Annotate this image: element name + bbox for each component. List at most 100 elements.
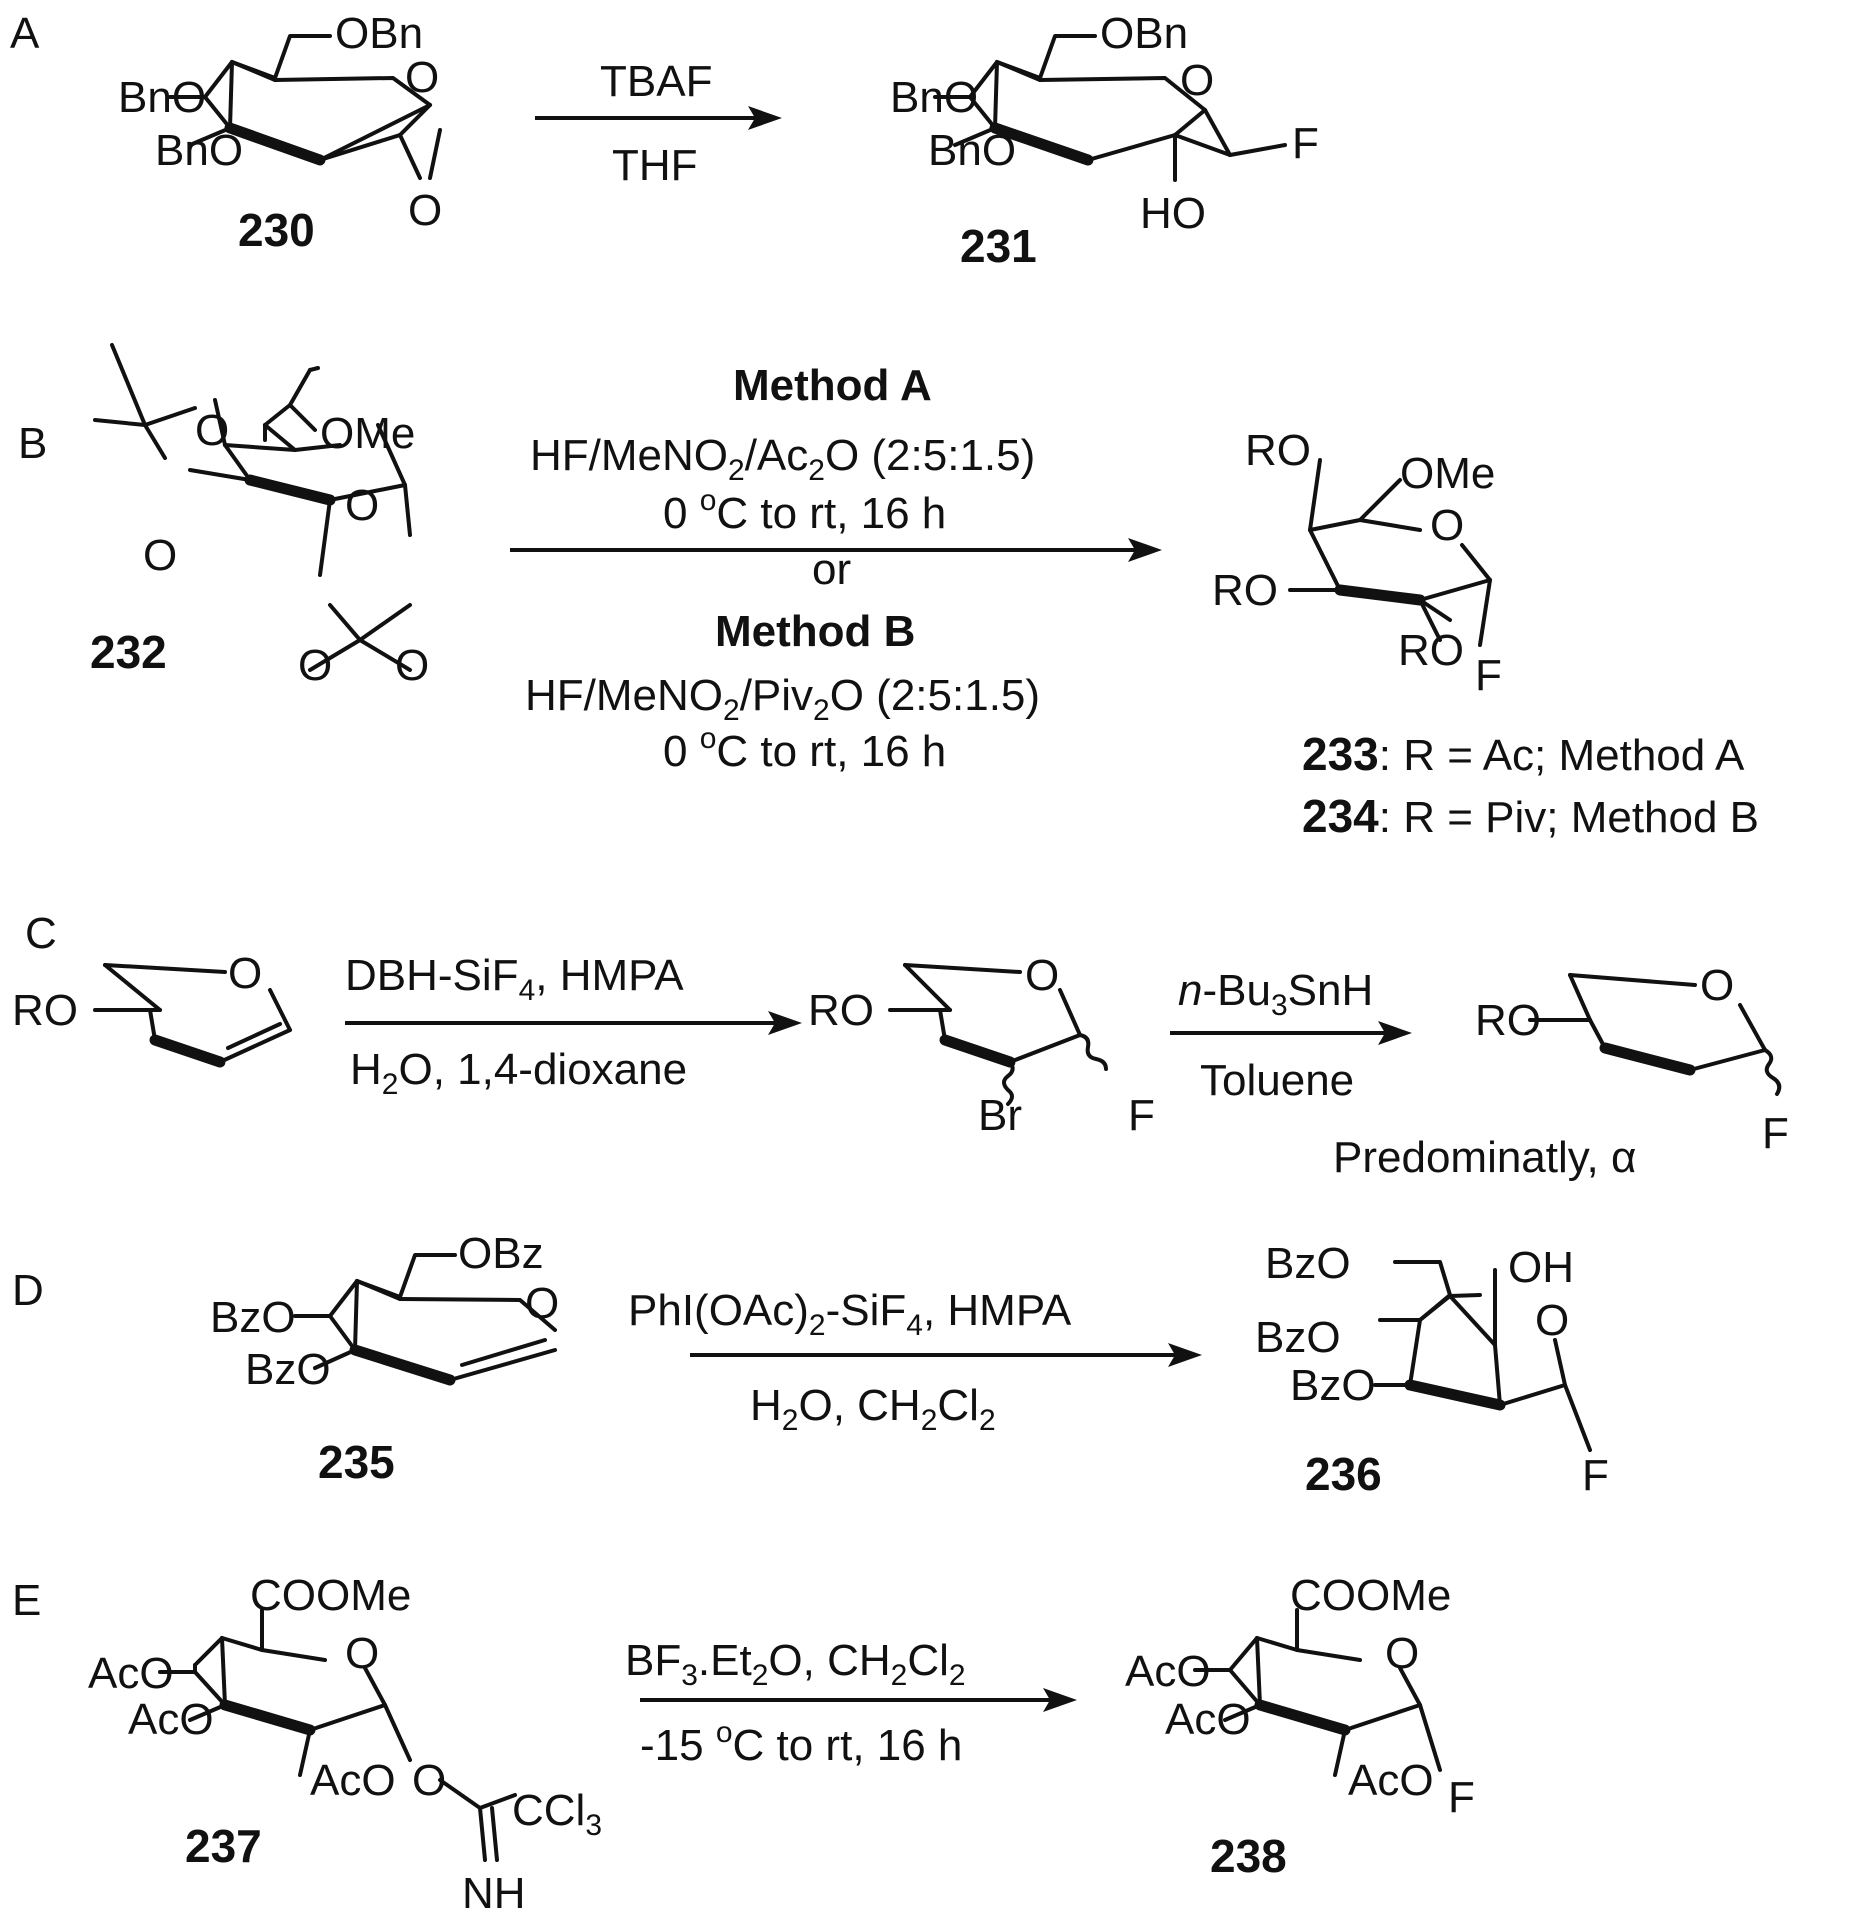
label-hydroxyl: HO <box>1140 189 1206 238</box>
label-ring-o: O <box>405 53 439 102</box>
method-b-temperature: 0 oC to rt, 16 h <box>663 722 946 776</box>
reaction-arrow-c2: n-Bu3SnH Toluene <box>1170 966 1412 1105</box>
label-ring-o: O <box>1385 1629 1419 1678</box>
label-ro: RO <box>1212 566 1278 615</box>
label-aco: AcO <box>1348 1756 1434 1805</box>
label-nh: NH <box>462 1869 526 1918</box>
label-o: O <box>195 406 229 455</box>
compound-number: 235 <box>318 1436 395 1488</box>
compound-238: COOMe O AcO AcO AcO F 238 <box>1125 1571 1475 1882</box>
label-aco: AcO <box>1125 1647 1211 1696</box>
label-fluorine: F <box>1475 651 1502 700</box>
label-ome: OMe <box>320 409 415 458</box>
panel-label-c: C <box>25 909 57 958</box>
solvent-toluene: Toluene <box>1200 1056 1354 1105</box>
method-a-conditions: HF/MeNO2/Ac2O (2:5:1.5) <box>530 431 1035 487</box>
label-coome: COOMe <box>1290 1571 1451 1620</box>
label-ro: RO <box>1245 426 1311 475</box>
label-aco: AcO <box>1165 1695 1251 1744</box>
label-bno: BnO <box>928 126 1016 175</box>
method-a-temperature: 0 oC to rt, 16 h <box>663 484 946 538</box>
compound-number: 236 <box>1305 1448 1382 1500</box>
label-ring-o: O <box>1700 961 1734 1010</box>
panel-c: C RO O DBH-SiF4, HMPA H2O, 1,4-dioxane <box>12 909 1789 1182</box>
or-label: or <box>812 545 851 594</box>
label-ro: RO <box>808 986 874 1035</box>
label-ro: RO <box>1398 626 1464 675</box>
reagent-dbh: DBH-SiF4, HMPA <box>345 951 684 1007</box>
label-ring-o: O <box>525 1279 559 1328</box>
panel-e: E COOMe O AcO AcO AcO O <box>12 1571 1475 1918</box>
panel-label-a: A <box>10 9 40 58</box>
solvent-c1: H2O, 1,4-dioxane <box>350 1045 687 1101</box>
compound-2-deoxy-fluoride: RO O F Predominatly, α <box>1333 961 1789 1182</box>
bond <box>230 34 332 80</box>
reagent-bu3snh: n-Bu3SnH <box>1178 966 1373 1022</box>
label-ccl3: CCl3 <box>512 1786 602 1842</box>
label-fluorine: F <box>1128 1091 1155 1140</box>
compound-number: 232 <box>90 626 167 678</box>
label-ring-o: O <box>345 1629 379 1678</box>
reaction-arrow-c1: DBH-SiF4, HMPA H2O, 1,4-dioxane <box>345 951 802 1101</box>
label-ring-o: O <box>345 481 379 530</box>
compound-number: 231 <box>960 220 1037 272</box>
compound-number: 230 <box>238 204 315 256</box>
label-bzo: BzO <box>1290 1361 1376 1410</box>
panel-label-d: D <box>12 1266 44 1315</box>
reagent-bf3: BF3.Et2O, CH2Cl2 <box>625 1636 966 1692</box>
reaction-arrow-a: TBAF THF <box>535 57 782 190</box>
compound-230: OBn BnO BnO O O 230 <box>118 9 442 256</box>
label-ring-o: O <box>1025 951 1059 1000</box>
method-b-conditions: HF/MeNO2/Piv2O (2:5:1.5) <box>525 671 1040 727</box>
label-ring-o: O <box>228 949 262 998</box>
label-obn: OBn <box>335 9 423 58</box>
compound-glycal-c: RO O <box>12 949 292 1068</box>
compound-231: OBn BnO BnO O F HO 231 <box>890 9 1319 272</box>
label-bromine: Br <box>978 1091 1022 1140</box>
label-ring-o: O <box>1430 501 1464 550</box>
compound-232: O O OMe O O O 232 <box>90 343 429 690</box>
solvent-thf: THF <box>612 141 698 190</box>
method-b-label: Method B <box>715 607 915 656</box>
method-a-label: Method A <box>733 361 932 410</box>
label-bzo: BzO <box>245 1345 331 1394</box>
reagent-phi-oac: PhI(OAc)2-SiF4, HMPA <box>628 1286 1072 1342</box>
label-hydroxyl: OH <box>1508 1243 1574 1292</box>
compound-number: 238 <box>1210 1830 1287 1882</box>
reaction-arrow-b: Method A HF/MeNO2/Ac2O (2:5:1.5) 0 oC to… <box>510 361 1162 776</box>
label-fluorine: F <box>1292 119 1319 168</box>
panel-label-e: E <box>12 1576 41 1625</box>
label-fluorine: F <box>1448 1773 1475 1822</box>
reaction-arrow-d: PhI(OAc)2-SiF4, HMPA H2O, CH2Cl2 <box>628 1286 1202 1437</box>
panel-label-b: B <box>18 419 47 468</box>
panel-b: B O O OMe <box>18 343 1759 842</box>
label-epoxide-o: O <box>408 186 442 235</box>
label-aco: AcO <box>88 1649 174 1698</box>
bond <box>203 60 234 99</box>
label-ring-o: O <box>1180 56 1214 105</box>
label-bzo: BzO <box>1265 1239 1351 1288</box>
label-ro: RO <box>1475 996 1541 1045</box>
label-ring-o: O <box>1535 1296 1569 1345</box>
label-aco: AcO <box>128 1695 214 1744</box>
legend-234: 234: R = Piv; Method B <box>1302 790 1759 842</box>
label-o: O <box>395 641 429 690</box>
panel-d: D OBz BzO BzO O 235 PhI(OAc)2-SiF4, HMPA… <box>12 1229 1609 1500</box>
label-coome: COOMe <box>250 1571 411 1620</box>
label-bno: BnO <box>890 73 978 122</box>
bond <box>273 76 432 107</box>
compound-235: OBz BzO BzO O 235 <box>210 1229 559 1488</box>
label-obz: OBz <box>458 1229 544 1278</box>
label-o: O <box>298 641 332 690</box>
legend-233: 233: R = Ac; Method A <box>1302 728 1745 780</box>
compound-237: COOMe O AcO AcO AcO O CCl3 NH 237 <box>88 1571 602 1918</box>
label-fluorine: F <box>1762 1109 1789 1158</box>
label-fluorine: F <box>1582 1451 1609 1500</box>
label-bzo: BzO <box>1255 1313 1341 1362</box>
compound-233-234: RO OMe O RO RO F 233: R = Ac; Method A 2… <box>1212 426 1759 842</box>
label-linker-o: O <box>412 1756 446 1805</box>
label-obn: OBn <box>1100 9 1188 58</box>
reaction-arrow-e: BF3.Et2O, CH2Cl2 -15 oC to rt, 16 h <box>625 1636 1077 1770</box>
reagent-tbaf: TBAF <box>600 57 712 106</box>
